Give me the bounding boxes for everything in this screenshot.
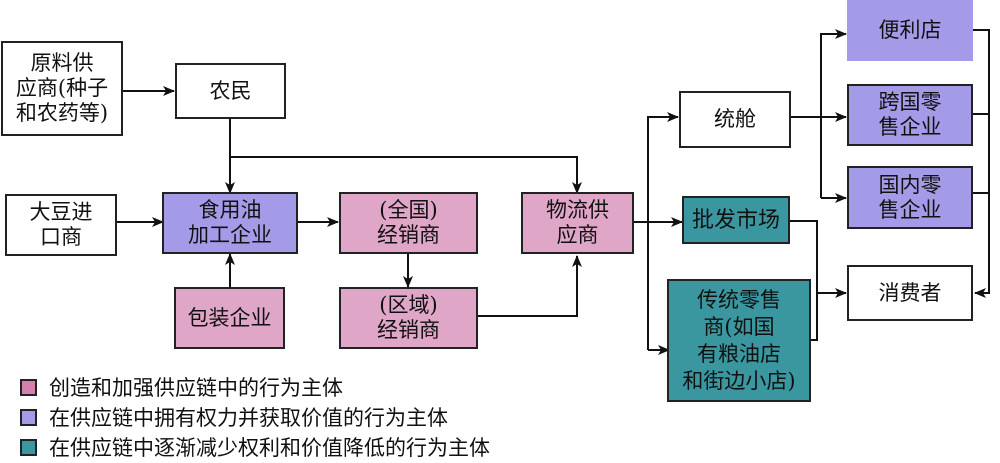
node-convenience-store: 便利店 — [847, 0, 973, 61]
legend-item-creators: 创造和加强供应链中的行为主体 — [20, 372, 490, 402]
edge-regional-logistics — [478, 255, 582, 317]
node-traditional-retailer: 传统零售 商(如国 有粮油店 和街边小店) — [667, 279, 811, 402]
edge-wholesale-consumer — [790, 220, 818, 341]
legend-label: 创造和加强供应链中的行为主体 — [49, 376, 343, 400]
legend-swatch-teal — [20, 438, 37, 456]
node-consumer: 消费者 — [847, 265, 973, 321]
legend-label: 在供应链中逐渐减少权利和价值降低的行为主体 — [49, 436, 490, 460]
legend-item-power-holders: 在供应链中拥有权力并获取价值的行为主体 — [20, 402, 490, 432]
legend-item-declining: 在供应链中逐渐减少权利和价值降低的行为主体 — [20, 432, 490, 462]
node-packaging: 包装企业 — [174, 287, 285, 349]
edge-farmer-logistics — [230, 156, 582, 194]
node-raw-supplier: 原料供 应商(种子 和农药等) — [1, 41, 123, 136]
edge-retail-consumer — [973, 29, 990, 298]
node-farmer: 农民 — [175, 63, 286, 119]
node-warehouse: 统舱 — [679, 91, 791, 148]
node-logistics: 物流供 应商 — [521, 192, 634, 254]
legend: 创造和加强供应链中的行为主体 在供应链中拥有权力并获取价值的行为主体 在供应链中… — [20, 372, 490, 462]
legend-swatch-purple — [20, 408, 37, 426]
node-domestic-retailer: 国内零 售企业 — [847, 166, 973, 229]
node-oil-processor: 食用油 加工企业 — [162, 192, 298, 254]
edge-warehouse-convenience — [820, 29, 847, 198]
edge-branch-warehouse — [647, 112, 679, 350]
node-national-distributor: (全国) 经销商 — [339, 192, 478, 254]
node-multinational-retailer: 跨国零 售企业 — [847, 84, 973, 146]
node-regional-distributor: (区域) 经销商 — [339, 287, 478, 349]
node-wholesale-market: 批发市场 — [682, 196, 790, 244]
node-soy-importer: 大豆进 口商 — [5, 194, 117, 256]
legend-swatch-pink — [20, 378, 37, 396]
legend-label: 在供应链中拥有权力并获取价值的行为主体 — [49, 406, 448, 430]
